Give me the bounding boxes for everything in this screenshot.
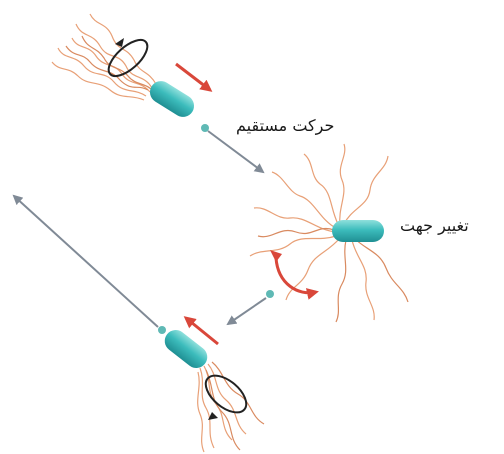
- bacterium-bottom: [160, 318, 264, 452]
- cell-body-center: [332, 220, 384, 242]
- rotation-indicator-top: [103, 34, 153, 82]
- path-arrow-3: [14, 196, 158, 327]
- path-run-3: [14, 196, 166, 334]
- flagella-bundle-top: [52, 14, 156, 100]
- path-end-dot: [158, 326, 166, 334]
- bacterium-top: [52, 14, 210, 121]
- path-mid-dot: [266, 290, 274, 298]
- flagella-bundle-bottom: [198, 362, 264, 452]
- tumble-arrow-tail: [270, 250, 282, 262]
- tumble-arrow: [276, 258, 316, 293]
- run-label: حرکت مستقیم: [236, 116, 334, 135]
- path-arrow-2: [228, 298, 266, 324]
- path-run-2: [228, 290, 274, 324]
- path-start-dot: [201, 124, 209, 132]
- tumble-label: تغییر جهت: [400, 216, 469, 235]
- cell-body-top: [146, 77, 198, 121]
- motion-arrow-top: [176, 64, 210, 90]
- rotation-arrowhead-top: [115, 38, 124, 47]
- path-arrow-1: [208, 131, 263, 172]
